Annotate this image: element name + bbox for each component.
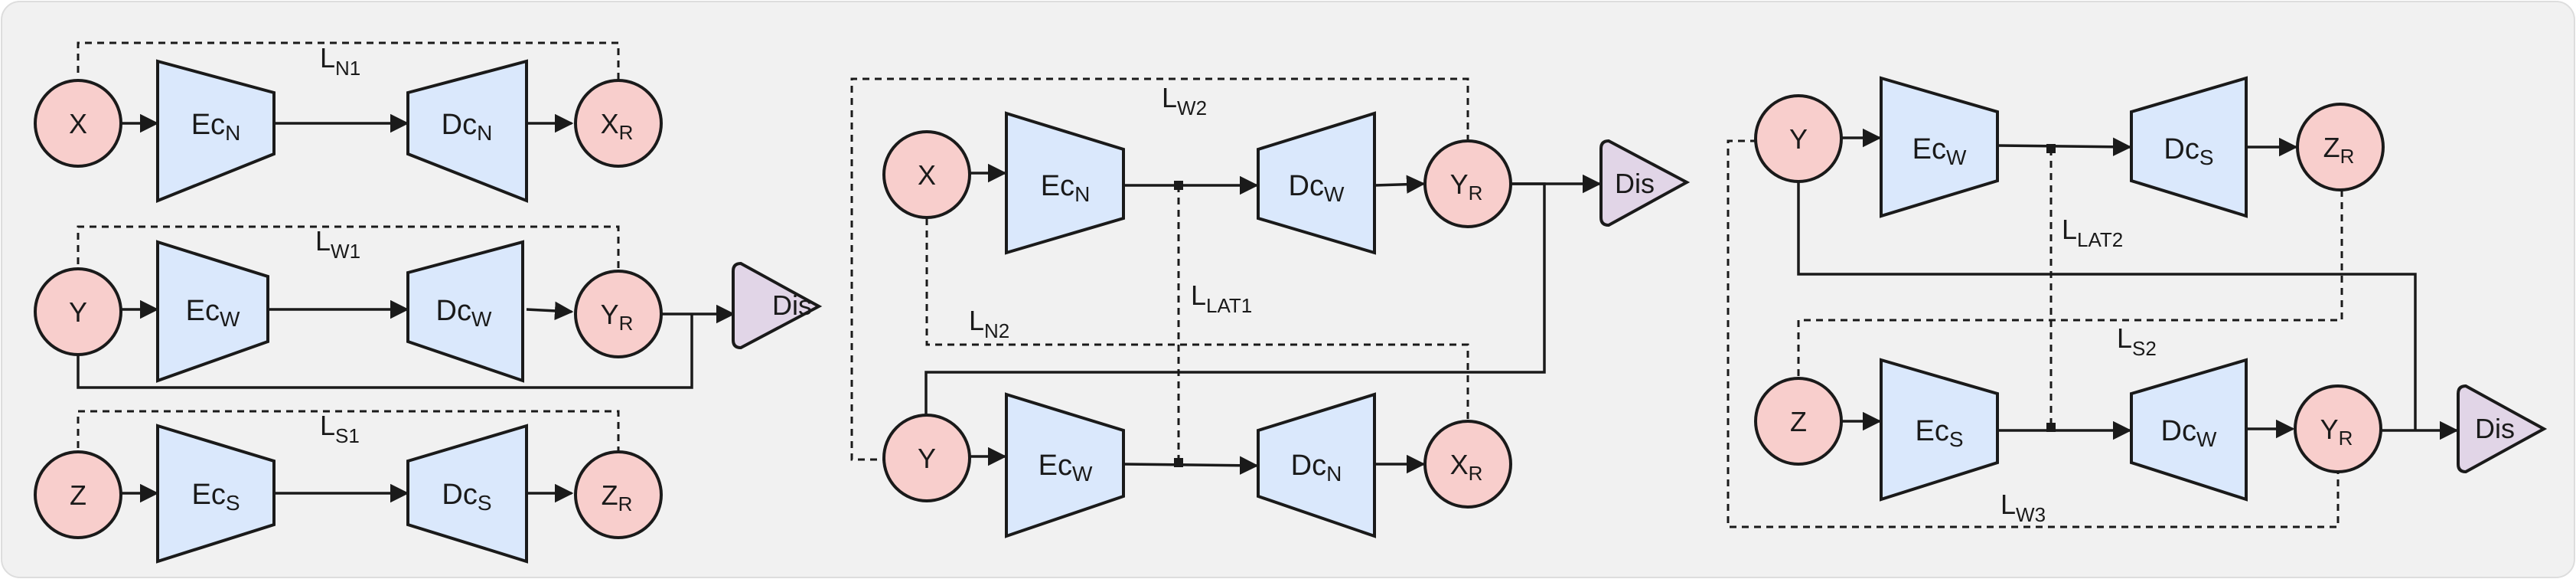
p2-encoder-w-block (1005, 392, 1125, 538)
loss-s1-label: LS1 (320, 410, 360, 447)
p2-input-x-label: X (918, 159, 936, 191)
p2-output-xr-label: XR (1450, 449, 1483, 485)
input-x-node (34, 79, 122, 168)
p3-output-yr-label: YR (2320, 414, 2353, 450)
p3-decoder-w-block (2130, 358, 2248, 502)
decoder-n-block (406, 59, 528, 203)
p2-output-xr-node (1423, 420, 1512, 509)
p2-input-y-node (882, 414, 971, 502)
skip-y-to-dis (1797, 182, 2417, 430)
loss-lat2-label: LLAT2 (2062, 214, 2123, 251)
discriminator-3 (2457, 384, 2548, 474)
p2-encoder-n-block (1005, 111, 1125, 255)
input-z-node (34, 450, 122, 539)
discriminator-1 (732, 261, 823, 350)
decoder-s-label: DcS (442, 479, 491, 515)
encoder-w-block (156, 240, 269, 383)
output-zr-node (574, 450, 663, 539)
p2-decoder-w-label: DcW (1289, 170, 1345, 206)
p3-encoder-s-label: EcS (1915, 415, 1963, 451)
input-y-node (34, 267, 122, 356)
p3-input-z-node (1754, 377, 1843, 466)
loss-n1-path (77, 41, 620, 80)
p3-input-z-label: Z (1790, 406, 1807, 437)
decoder-w-label: DcW (436, 295, 492, 331)
loss-s1-path (77, 410, 620, 456)
panel-1-row-n: LN1 X EcN DcN XR (34, 41, 663, 203)
p3-output-zr-label: ZR (2323, 132, 2355, 168)
skip-y-to-dis (77, 314, 693, 389)
loss-w2-label: LW2 (1162, 82, 1207, 119)
encoder-s-label: EcS (191, 479, 240, 515)
panel-2-bottom-pipeline: Y EcW DcN XR (882, 392, 1512, 538)
encoder-s-block (156, 424, 276, 564)
p2-output-yr-node (1423, 139, 1512, 228)
panel-2: LW2 LN2 LLAT1 X EcN DcW YR Dis (850, 77, 1691, 538)
p3-decoder-s-block (2130, 76, 2248, 218)
discriminator-2 (1599, 139, 1691, 227)
encoder-w-label: EcW (186, 295, 240, 331)
encoder-n-label: EcN (191, 109, 241, 145)
decoder-s-block (406, 424, 528, 564)
loss-w3-path (1727, 139, 2340, 528)
input-y-label: Y (69, 296, 87, 328)
p3-input-y-node (1754, 94, 1843, 183)
discriminator-2-label: Dis (1615, 168, 1655, 199)
p2-decoder-n-block (1257, 392, 1376, 538)
p2-decoder-n-label: DcN (1291, 450, 1342, 486)
loss-w3-label: LW3 (2000, 489, 2046, 526)
p2-decoder-w-block (1257, 111, 1376, 255)
output-zr-label: ZR (602, 479, 633, 515)
loss-w2-path (850, 77, 1469, 461)
discriminator-1-label: Dis (772, 290, 812, 321)
loss-w1-label: LW1 (315, 225, 360, 263)
panel-2-top-pipeline: X EcN DcW YR Dis (882, 111, 1691, 420)
p2-encoder-n-label: EcN (1041, 170, 1091, 206)
loss-n2-path (925, 218, 1469, 420)
p3-decoder-w-label: DcW (2161, 415, 2217, 451)
output-yr-node (574, 270, 663, 358)
output-xr-node (574, 79, 663, 168)
loss-lat1-label: LLAT1 (1191, 280, 1252, 317)
panel-3: LLAT2 LS2 LW3 Y EcW DcS ZR Z (1727, 76, 2548, 528)
output-xr-label: XR (601, 108, 634, 144)
p2-input-y-label: Y (918, 443, 936, 474)
panel-3-top-pipeline: Y EcW DcS ZR (1754, 76, 2417, 430)
p3-decoder-s-label: DcS (2164, 133, 2213, 169)
loss-n2-label: LN2 (969, 305, 1009, 342)
loss-s2-label: LS2 (2117, 322, 2157, 360)
panel-1: LN1 X EcN DcN XR LW1 Y EcW (34, 41, 823, 564)
loss-n1-label: LN1 (320, 42, 360, 80)
p3-encoder-w-label: EcW (1912, 133, 1967, 169)
p2-output-yr-label: YR (1450, 168, 1483, 204)
p3-input-y-label: Y (1789, 123, 1808, 155)
input-x-label: X (69, 108, 87, 139)
p2-encoder-w-label: EcW (1039, 450, 1093, 486)
panel-1-row-s: LS1 Z EcS DcS ZR (34, 410, 663, 564)
p3-output-zr-node (2296, 103, 2385, 191)
input-z-label: Z (70, 479, 86, 511)
output-yr-label: YR (601, 299, 634, 335)
encoder-n-block (156, 59, 276, 203)
p3-output-yr-node (2294, 384, 2382, 473)
p2-input-x-node (882, 130, 971, 219)
p3-encoder-s-block (1880, 358, 1999, 502)
p3-encoder-w-block (1880, 76, 1999, 218)
panel-3-bottom-pipeline: Z EcS DcW YR Dis (1754, 358, 2548, 502)
panel-1-row-w: LW1 Y EcW DcW YR Dis (34, 225, 823, 389)
loss-w1-path (77, 225, 620, 271)
discriminator-3-label: Dis (2475, 413, 2515, 444)
loss-s2-path (1797, 190, 2343, 378)
decoder-n-label: DcN (442, 109, 493, 145)
decoder-w-block (406, 240, 524, 383)
